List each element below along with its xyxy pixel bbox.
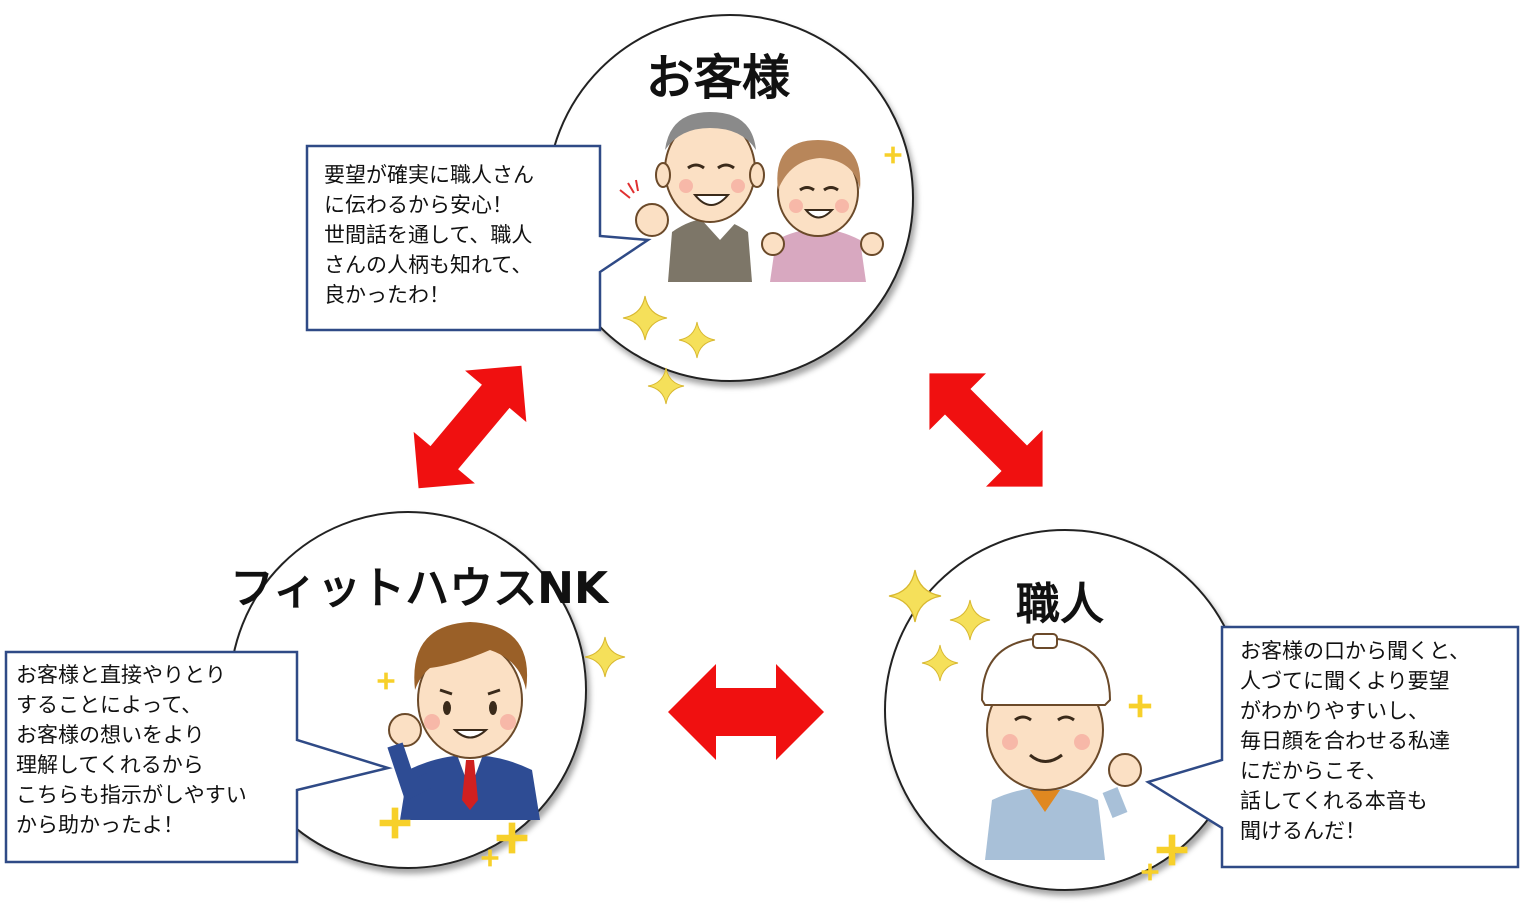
businessman-illustration [387,622,540,820]
company-title: フィットハウスNK [230,563,609,614]
elderly-couple-illustration [619,112,884,282]
craftsman-comment: お客様の口から聞くと、 人づてに聞くより要望 がわかりやすいし、 毎日顔を合わせ… [1240,639,1471,843]
star-icon [481,849,499,867]
craftsman-speech-bubble [1144,625,1520,869]
company-comment: お客様と直接やりとり することによって、 お客様の想いをより 理解してくれるから… [16,663,247,837]
arrow-customer-craftsman [929,373,1043,487]
company-speech-bubble [4,650,393,864]
craftsman-title: 職人 [1016,579,1104,630]
craftsman-illustration [980,633,1142,860]
sparkle-icon [584,636,626,678]
arrow-company-craftsman [668,664,824,760]
arrow-customer-company [413,365,527,489]
customer-comment: 要望が確実に職人さん に伝わるから安心！ 世間話を通して、職人 さんの人柄も知れ… [324,163,534,307]
customer-speech-bubble [305,144,652,332]
customer-title: お客様 [646,50,791,106]
